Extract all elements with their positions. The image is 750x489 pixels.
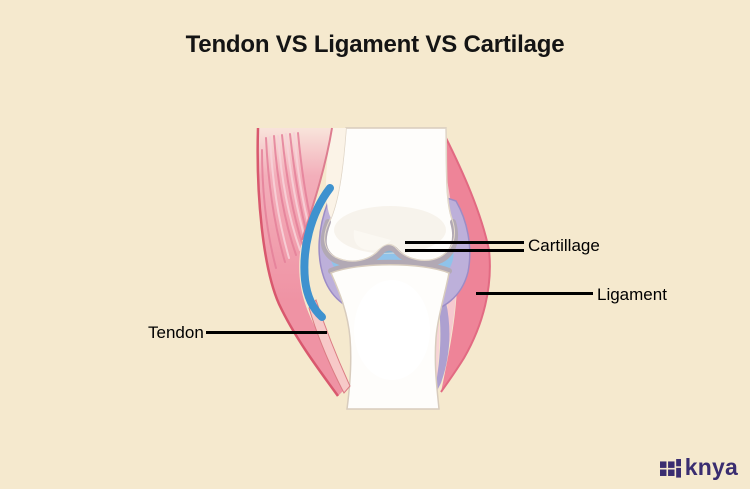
- leader-line-tendon: [206, 331, 327, 334]
- label-cartilage: Cartillage: [528, 236, 600, 255]
- leader-line-cartilage-bottom: [405, 249, 524, 252]
- tendon-strip: [308, 299, 351, 394]
- label-tendon: Tendon: [148, 323, 204, 342]
- page-title: Tendon VS Ligament VS Cartilage: [185, 31, 565, 58]
- logo-text: knya: [684, 454, 738, 480]
- tendon-band: [300, 184, 334, 321]
- knya-logo: knya: [659, 454, 738, 480]
- leader-line-cartilage-top: [405, 241, 524, 244]
- muscle-group: [256, 127, 346, 397]
- label-ligament: Ligament: [597, 285, 667, 304]
- leader-line-ligament: [476, 292, 593, 295]
- squares-grid-icon: [659, 459, 681, 478]
- tibia-bone: [328, 259, 452, 410]
